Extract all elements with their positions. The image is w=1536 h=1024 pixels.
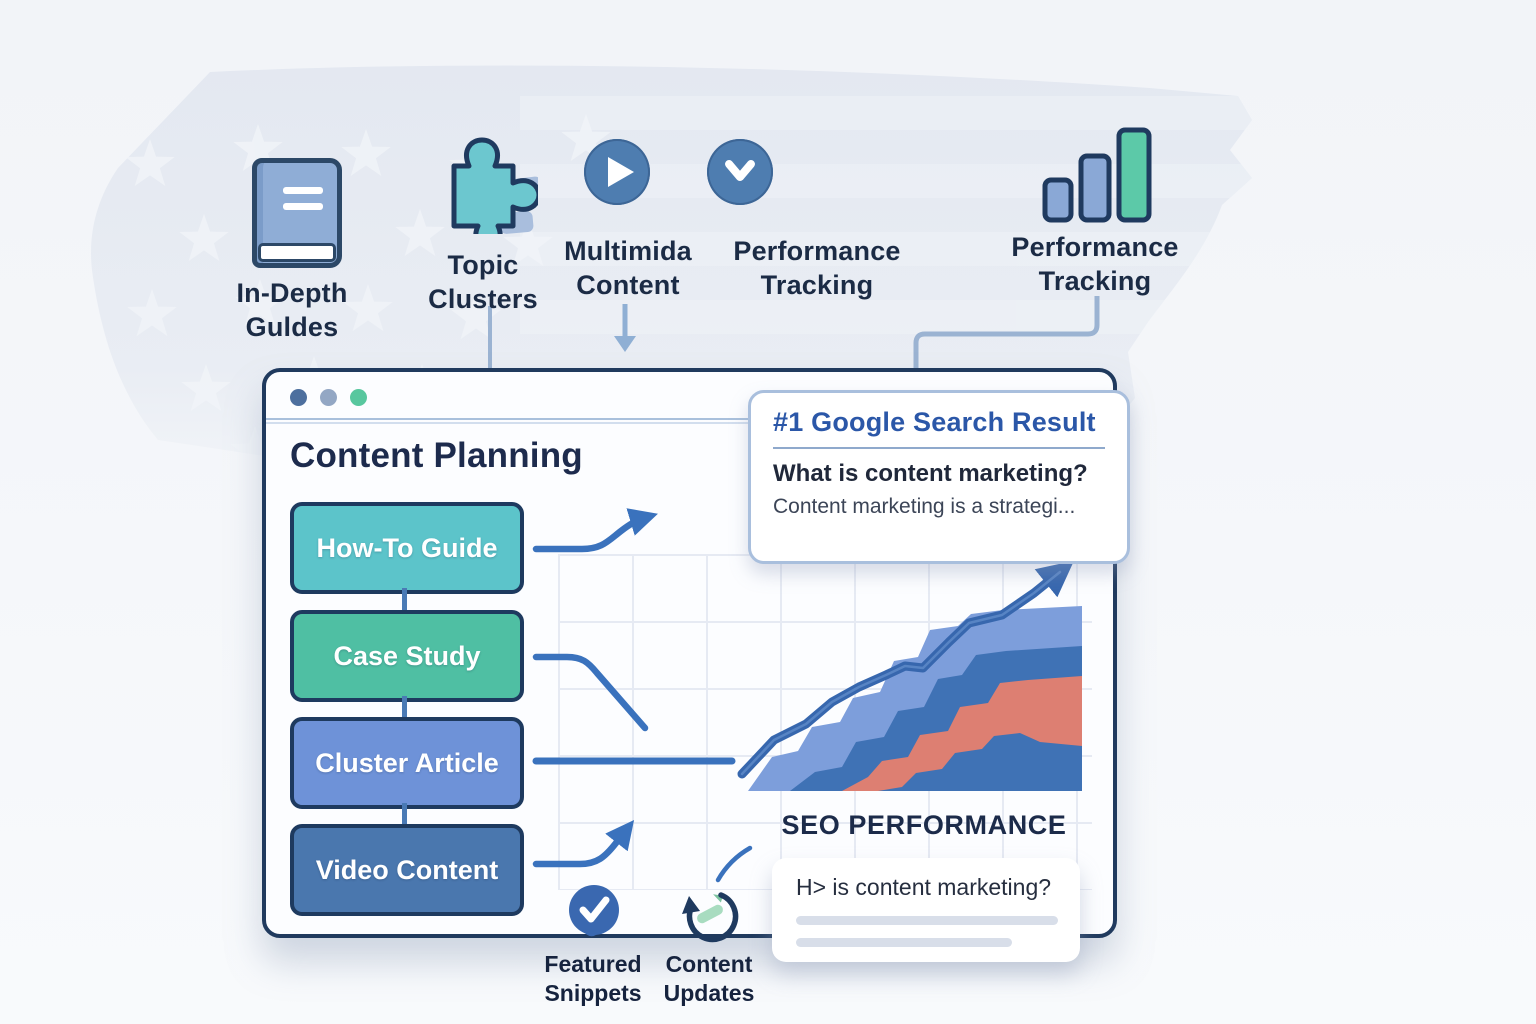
window-dot-minimize[interactable]: [320, 389, 337, 406]
refresh-icon: [682, 892, 739, 943]
arrow-how-to-guide: [532, 508, 658, 553]
chart-trend-line-highlight: [740, 570, 1062, 776]
window-dot-maximize[interactable]: [350, 389, 367, 406]
page-title: Content Planning: [290, 436, 583, 475]
content-box-video-content[interactable]: Video Content: [290, 824, 524, 916]
box-connector: [402, 696, 407, 722]
performance-tracking-connector: [913, 296, 1100, 372]
arrow-case-study: [532, 653, 649, 732]
multimedia-content-label: Multimida Content: [564, 236, 692, 301]
search-card-separator: [773, 447, 1105, 449]
content-snippet-card: H> is content marketing?: [772, 858, 1080, 962]
content-box-cluster-article[interactable]: Cluster Article: [290, 717, 524, 809]
content-box-case-study[interactable]: Case Study: [290, 610, 524, 702]
bar-chart-icon: [1042, 127, 1152, 223]
titlebar-separator: [266, 418, 1113, 424]
snippet-card-heading: H> is content marketing?: [796, 874, 1052, 900]
content-box-how-to-guide[interactable]: How-To Guide: [290, 502, 524, 594]
search-card-title: #1 Google Search Result: [773, 407, 1096, 437]
featured-snippets-label: Featured Snippets: [544, 951, 642, 1006]
chart-area-salmon: [842, 676, 1082, 791]
multimedia-down-arrow: [614, 304, 636, 352]
content-updates-swoosh: [715, 845, 753, 883]
search-card-snippet: Content marketing is a strategi...: [773, 495, 1076, 518]
performance-tracking-bars-label: Performance Tracking: [1011, 232, 1179, 297]
check-circle-icon: [569, 885, 619, 937]
content-updates-label: Content Updates: [663, 951, 755, 1006]
search-result-card: #1 Google Search Result What is content …: [748, 390, 1130, 564]
chart-label: SEO PERFORMANCE: [781, 810, 1067, 840]
in-depth-guides-label: In-Depth Guldes: [236, 278, 348, 343]
topic-clusters-label: Topic Clusters: [428, 250, 538, 315]
play-circle-icon: [584, 139, 650, 205]
book-icon: [252, 158, 342, 268]
performance-tracking-check-label: Performance Tracking: [733, 236, 901, 301]
placeholder-line: [796, 938, 1012, 947]
window-dot-close[interactable]: [290, 389, 307, 406]
box-connector: [402, 588, 407, 614]
box-connector: [402, 803, 407, 829]
search-card-question: What is content marketing?: [773, 460, 1088, 487]
placeholder-line: [796, 916, 1058, 925]
puzzle-icon: [451, 137, 538, 234]
arrow-video-content: [532, 820, 635, 868]
chevron-down-circle-icon: [707, 139, 773, 205]
